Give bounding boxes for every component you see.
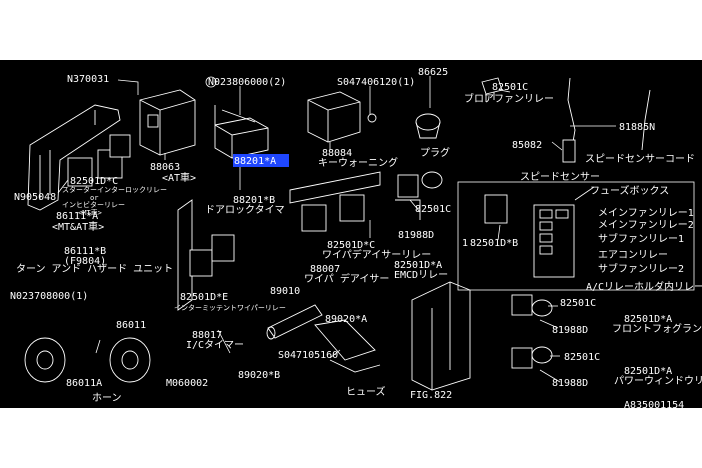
diagram-id: A835001154 bbox=[624, 400, 684, 408]
label-door-lock-timer: ドアロックタイマ bbox=[205, 204, 285, 216]
label-82501da-mid[interactable]: 82501D*A bbox=[394, 260, 442, 271]
label-main-fan-relay2: メインファンリレー2 bbox=[598, 220, 694, 231]
label-fuse-box: フューズボックス bbox=[590, 184, 669, 197]
n-circle-icon bbox=[205, 76, 217, 88]
label-sub-fan-relay2: サブファンリレー2 bbox=[598, 262, 684, 275]
label-82501c-top[interactable]: 82501C bbox=[492, 82, 528, 93]
label-sub-fan-relay1: サブファンリレー1 bbox=[598, 232, 684, 245]
wiper-deicer-cylinder-drawing bbox=[266, 304, 323, 340]
label-82501dc-left[interactable]: 82501D*C bbox=[70, 176, 118, 187]
label-n370031[interactable]: N370031 bbox=[67, 74, 109, 85]
front-fog-relay-drawing bbox=[511, 294, 553, 317]
label-wiper-deicer-relay: ワイパデアイサーリレー bbox=[322, 248, 431, 261]
label-89020a[interactable]: 89020*A bbox=[325, 314, 367, 325]
label-or: or bbox=[90, 194, 98, 202]
fuse-box-drawing bbox=[484, 194, 575, 278]
label-f9804: (F9804) bbox=[64, 256, 106, 267]
label-81988d-r1[interactable]: 81988D bbox=[552, 325, 588, 336]
door-lock-timer-drawing bbox=[214, 105, 269, 159]
label-n023708000[interactable]: N023708000(1) bbox=[10, 291, 88, 302]
fuse-box-frame bbox=[457, 181, 695, 291]
label-ac-relay-holder: A/Cリレーホルダ内リレー bbox=[586, 280, 702, 293]
label-86111b[interactable]: 86111*B bbox=[64, 246, 106, 257]
label-n023806000[interactable]: N023806000(2) bbox=[208, 77, 286, 88]
power-window-relay-drawing bbox=[511, 346, 553, 369]
label-88084[interactable]: 88084 bbox=[322, 148, 352, 159]
speed-sensor-drawing bbox=[562, 77, 651, 163]
relay-88201-drawing bbox=[289, 171, 381, 232]
label-82501de[interactable]: 82501D*E bbox=[180, 292, 228, 303]
label-86111a[interactable]: 86111*A bbox=[56, 211, 98, 222]
label-inhibitor-relay: インヒビターリレー bbox=[62, 200, 125, 209]
label-fig822[interactable]: FIG.822 bbox=[410, 390, 452, 401]
label-key-warning: キーウォーニング bbox=[318, 156, 398, 169]
label-89010[interactable]: 89010 bbox=[270, 286, 300, 297]
horn-drawing bbox=[24, 337, 151, 383]
label-front-fog-relay: フロントフォグランプリレー bbox=[612, 322, 702, 335]
label-emcd-relay: EMCDリレー bbox=[394, 270, 448, 281]
label-81988d-r2[interactable]: 81988D bbox=[552, 378, 588, 389]
leader-lines bbox=[57, 76, 616, 383]
label-plug: プラグ bbox=[420, 146, 450, 159]
plug-86625-drawing bbox=[415, 113, 441, 139]
label-num1: 1 bbox=[462, 238, 468, 249]
at-unit-88063-drawing bbox=[139, 89, 196, 156]
label-power-window-relay: パワーウィンドウリレー bbox=[614, 375, 702, 387]
key-warning-88084-drawing bbox=[307, 91, 377, 143]
label-85082[interactable]: 85082 bbox=[512, 140, 542, 151]
label-88201a[interactable]: 88201*A bbox=[234, 156, 276, 167]
label-82501db[interactable]: 82501D*B bbox=[470, 238, 518, 249]
label-wiper-deicer: ワイパ デアイサー bbox=[304, 272, 389, 285]
label-n905048[interactable]: N905048 bbox=[14, 192, 56, 203]
label-mt-at-car: <MT&AT車> bbox=[52, 220, 104, 233]
relay-82501c-mid-drawing bbox=[395, 171, 443, 220]
label-86011a[interactable]: 86011A bbox=[66, 378, 102, 389]
label-82501da-r1[interactable]: 82501D*A bbox=[624, 314, 672, 325]
label-starter-inter-relay: スターターインターロックリレー bbox=[62, 185, 167, 194]
label-81885n[interactable]: 81885N bbox=[619, 122, 655, 133]
intermittent-relay-drawing bbox=[177, 199, 235, 311]
label-88063[interactable]: 88063 bbox=[150, 162, 180, 173]
label-mt-car: <MT車> bbox=[78, 208, 102, 217]
label-turn-hazard-unit: ターン アンド ハザード ユニット bbox=[16, 263, 173, 275]
label-82501c-r1[interactable]: 82501C bbox=[560, 298, 596, 309]
label-88017[interactable]: 88017 bbox=[192, 330, 222, 341]
label-89020b[interactable]: 89020*B bbox=[238, 370, 280, 381]
label-82501da-r2[interactable]: 82501D*A bbox=[624, 366, 672, 377]
label-82501c-r2[interactable]: 82501C bbox=[564, 352, 600, 363]
label-81988d-mid[interactable]: 81988D bbox=[398, 230, 434, 241]
label-main-fan-relay1: メインファンリレー1 bbox=[598, 208, 694, 219]
label-speed-sensor: スピードセンサー bbox=[520, 171, 600, 183]
label-82501dc-mid[interactable]: 82501D*C bbox=[327, 240, 375, 251]
label-m060002[interactable]: M060002 bbox=[166, 378, 208, 389]
label-speed-sensor-cord: スピードセンサーコード bbox=[585, 153, 695, 165]
highlight-88201a bbox=[233, 154, 289, 167]
label-ic-timer: I/Cタイマー bbox=[186, 339, 244, 351]
parts-diagram: N370031 N023806000(2) S047406120(1) 8662… bbox=[0, 60, 702, 408]
label-82501c-mid[interactable]: 82501C bbox=[415, 204, 451, 215]
fig822-bracket-drawing bbox=[411, 281, 471, 391]
fuse-holder-drawing bbox=[314, 319, 381, 373]
label-88007[interactable]: 88007 bbox=[310, 264, 340, 275]
label-fuse: ヒューズ bbox=[346, 385, 386, 398]
label-blower-relay: ブロアファンリレー bbox=[464, 92, 554, 105]
label-aircon-relay: エアコンリレー bbox=[598, 250, 668, 261]
label-intermittent-relay: インターミッテントワイパーリレー bbox=[174, 303, 286, 312]
label-at-car: <AT車> bbox=[162, 171, 196, 184]
label-horn: ホーン bbox=[92, 392, 122, 404]
label-86625[interactable]: 86625 bbox=[418, 67, 448, 78]
label-86011[interactable]: 86011 bbox=[116, 320, 146, 331]
label-s047406120[interactable]: S047406120(1) bbox=[337, 77, 415, 88]
turn-hazard-bracket-drawing bbox=[27, 104, 131, 211]
label-88201b[interactable]: 88201*B bbox=[233, 195, 275, 206]
label-s047105160[interactable]: S047105160 bbox=[278, 350, 338, 361]
